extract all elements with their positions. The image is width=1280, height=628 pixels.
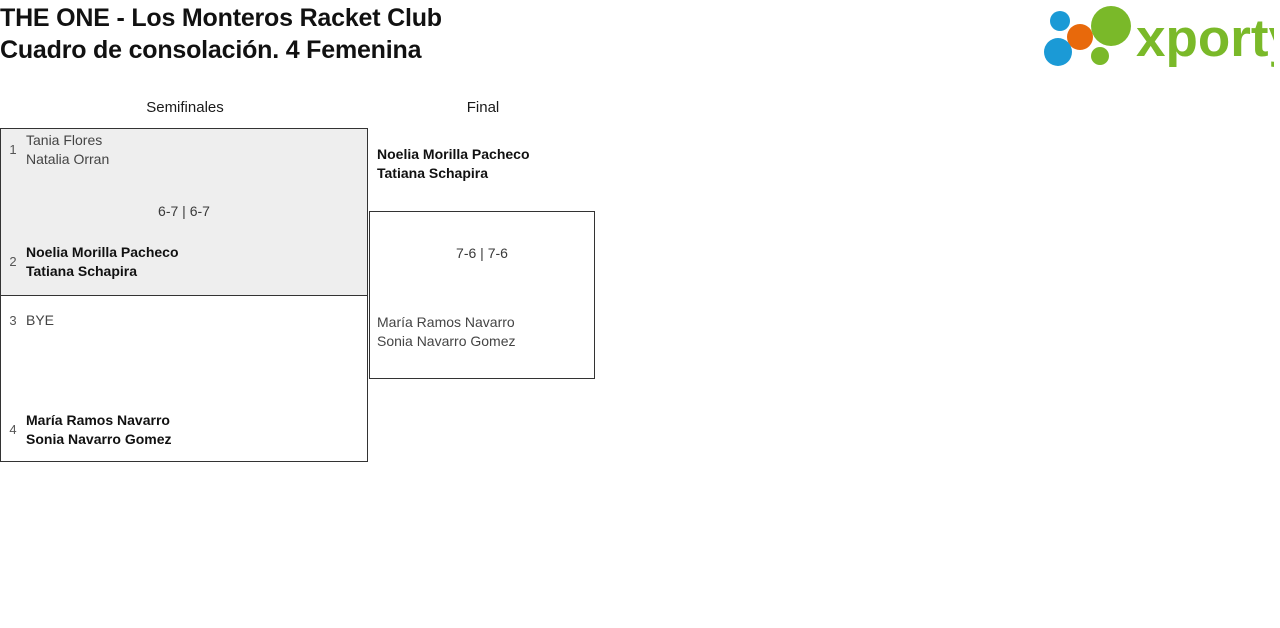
team-players: María Ramos Navarro Sonia Navarro Gomez: [377, 314, 516, 349]
team-players: Noelia Morilla Pacheco Tatiana Schapira: [26, 244, 179, 279]
logo-dot-blue-bottom: [1044, 38, 1072, 66]
round-header-final: Final: [466, 99, 500, 116]
team-row[interactable]: 4 María Ramos Navarro Sonia Navarro Gome…: [0, 411, 368, 449]
logo-wordmark: xporty: [1136, 9, 1274, 68]
page-title: THE ONE - Los Monteros Racket Club Cuadr…: [0, 4, 442, 64]
team-row[interactable]: 3 BYE: [0, 311, 368, 330]
match-box-semifinal-2[interactable]: [0, 295, 368, 462]
logo-dot-blue-top: [1050, 11, 1070, 31]
logo-dot-green-large: [1091, 6, 1131, 46]
match-score: 7-6 | 7-6: [456, 245, 508, 261]
team-row[interactable]: María Ramos Navarro Sonia Navarro Gomez: [377, 313, 592, 351]
seed-number: 4: [9, 422, 17, 437]
logo-dot-orange: [1067, 24, 1093, 50]
match-box-semifinal-1[interactable]: [0, 128, 368, 295]
team-row[interactable]: 2 Noelia Morilla Pacheco Tatiana Schapir…: [0, 243, 368, 281]
team-row[interactable]: 1 Tania Flores Natalia Orran: [0, 131, 368, 169]
match-score: 6-7 | 6-7: [158, 203, 210, 219]
match-box-final[interactable]: [369, 211, 595, 379]
seed-number: 3: [9, 312, 17, 328]
xporty-logo[interactable]: xporty: [1042, 4, 1274, 70]
page-header: THE ONE - Los Monteros Racket Club Cuadr…: [0, 0, 1280, 78]
seed-number: 1: [9, 142, 17, 157]
logo-dot-green-small: [1091, 47, 1109, 65]
team-players: Noelia Morilla Pacheco Tatiana Schapira: [377, 146, 530, 181]
team-row[interactable]: Noelia Morilla Pacheco Tatiana Schapira: [377, 145, 592, 183]
seed-number: 2: [9, 254, 17, 269]
team-players: María Ramos Navarro Sonia Navarro Gomez: [26, 412, 172, 447]
team-players: BYE: [26, 312, 55, 328]
round-header-semifinales: Semifinales: [146, 99, 224, 116]
team-players: Tania Flores Natalia Orran: [26, 132, 110, 167]
